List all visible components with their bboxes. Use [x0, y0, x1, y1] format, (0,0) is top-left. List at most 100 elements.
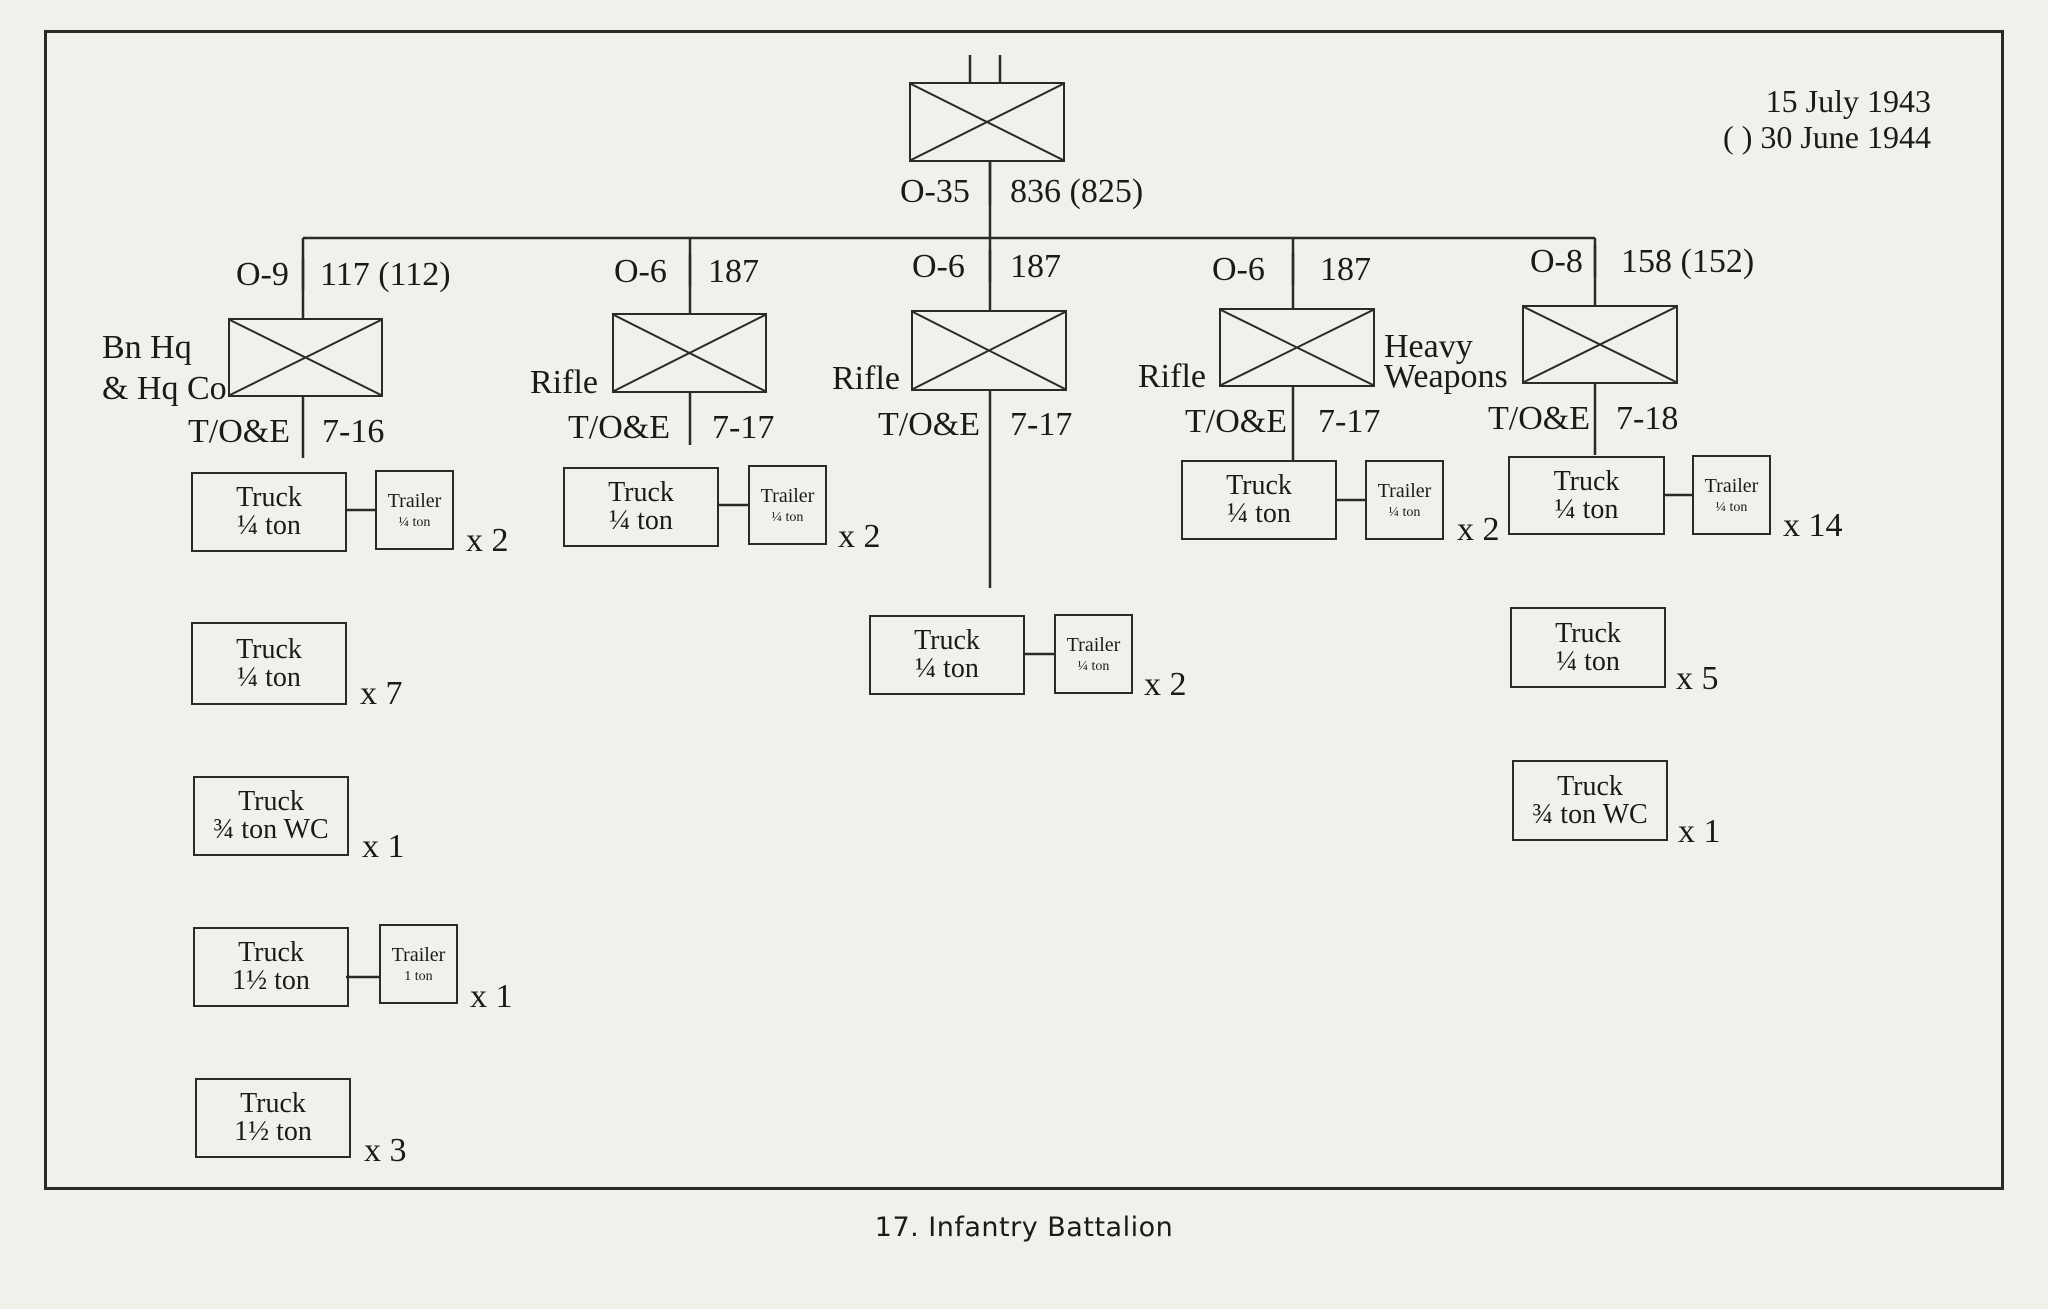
heavy-enlisted: 158 (152) — [1621, 243, 1755, 280]
heavy-qty-1: x 14 — [1783, 507, 1843, 544]
hq-truck-4: Truck 1½ ton — [193, 927, 349, 1007]
hq-qty-5: x 3 — [364, 1132, 407, 1169]
hq-truck-1: Truck ¼ ton — [191, 472, 347, 552]
trailer-capacity: 1 ton — [404, 968, 433, 984]
trailer-capacity: ¼ ton — [771, 509, 804, 525]
truck-capacity: 1½ ton — [234, 1116, 312, 1147]
truck-capacity: ¼ ton — [915, 653, 979, 684]
rifle-2-toe-number: 7-17 — [1010, 406, 1073, 443]
hq-qty-1: x 2 — [466, 522, 509, 559]
trailer-label: Trailer — [760, 484, 815, 507]
rifle-3-truck: Truck ¼ ton — [1181, 460, 1337, 540]
truck-label: Truck — [238, 937, 304, 968]
hq-qty-3: x 1 — [362, 828, 405, 865]
rifle-3-name: Rifle — [1138, 358, 1206, 395]
trailer-capacity: ¼ ton — [1715, 499, 1748, 515]
figure-caption: 17. Infantry Battalion — [874, 1212, 1174, 1243]
hq-name-line-2: & Hq Co — [102, 370, 227, 407]
trailer-label: Trailer — [1704, 474, 1759, 497]
battalion-enlisted: 836 (825) — [1010, 173, 1144, 210]
date-primary: 15 July 1943 — [1765, 83, 1931, 119]
heavy-qty-2: x 5 — [1676, 660, 1719, 697]
heavy-name-line-2: Weapons — [1384, 358, 1508, 395]
rifle-3-enlisted: 187 — [1320, 251, 1371, 288]
trailer-label: Trailer — [391, 943, 446, 966]
hq-toe-number: 7-16 — [322, 413, 385, 450]
hq-qty-4: x 1 — [470, 978, 513, 1015]
diagram-frame — [44, 30, 2004, 1190]
rifle-2-qty: x 2 — [1144, 666, 1187, 703]
rifle-1-qty: x 2 — [838, 518, 881, 555]
rifle-3-toe-number: 7-17 — [1318, 403, 1381, 440]
trailer-capacity: ¼ ton — [398, 514, 431, 530]
heavy-name-line-1: Heavy — [1384, 328, 1473, 365]
truck-label: Truck — [236, 633, 302, 665]
rifle-1-trailer: Trailer ¼ ton — [748, 465, 827, 545]
truck-capacity: ¾ ton WC — [213, 814, 329, 845]
truck-capacity: ¼ ton — [1554, 493, 1619, 525]
trailer-capacity: ¼ ton — [1388, 504, 1421, 520]
heavy-truck-3: Truck ¾ ton WC — [1512, 760, 1668, 841]
rifle-3-trailer: Trailer ¼ ton — [1365, 460, 1444, 540]
rifle-2-officers: O-6 — [912, 248, 965, 285]
hq-name-line-1: Bn Hq — [102, 329, 192, 366]
hq-trailer-2: Trailer 1 ton — [379, 924, 458, 1004]
truck-capacity: ¼ ton — [1227, 498, 1291, 529]
trailer-label: Trailer — [387, 489, 442, 512]
truck-capacity: ¼ ton — [1556, 645, 1620, 677]
rifle-1-toe-number: 7-17 — [712, 409, 775, 446]
rifle-1-company-symbol — [612, 313, 767, 393]
truck-label: Truck — [1557, 770, 1623, 802]
trailer-label: Trailer — [1066, 633, 1121, 656]
rifle-1-toe-label: T/O&E — [568, 409, 670, 446]
hq-qty-2: x 7 — [360, 675, 403, 712]
hq-truck-5: Truck 1½ ton — [195, 1078, 351, 1158]
truck-label: Truck — [1555, 617, 1621, 649]
rifle-1-enlisted: 187 — [708, 253, 759, 290]
heavy-weapons-company-symbol — [1522, 305, 1678, 384]
heavy-qty-3: x 1 — [1678, 813, 1721, 850]
hq-truck-2: Truck ¼ ton — [191, 622, 347, 705]
trailer-capacity: ¼ ton — [1077, 658, 1110, 674]
rifle-2-trailer: Trailer ¼ ton — [1054, 614, 1133, 694]
truck-capacity: ¼ ton — [237, 510, 301, 541]
rifle-2-enlisted: 187 — [1010, 248, 1061, 285]
rifle-3-officers: O-6 — [1212, 251, 1265, 288]
rifle-2-toe-label: T/O&E — [878, 406, 980, 443]
rifle-2-truck: Truck ¼ ton — [869, 615, 1025, 695]
rifle-3-qty: x 2 — [1457, 511, 1500, 548]
truck-label: Truck — [236, 482, 302, 513]
hq-toe-label: T/O&E — [188, 413, 290, 450]
hq-trailer-1: Trailer ¼ ton — [375, 470, 454, 550]
rifle-2-company-symbol — [911, 310, 1067, 391]
hq-company-symbol — [228, 318, 383, 397]
truck-label: Truck — [914, 625, 980, 656]
truck-label: Truck — [1226, 470, 1292, 501]
rifle-2-name: Rifle — [832, 360, 900, 397]
trailer-label: Trailer — [1377, 479, 1432, 502]
truck-capacity: ¼ ton — [609, 505, 673, 536]
rifle-3-toe-label: T/O&E — [1185, 403, 1287, 440]
rifle-1-officers: O-6 — [614, 253, 667, 290]
date-secondary: ( ) 30 June 1944 — [1723, 119, 1931, 155]
battalion-officers: O-35 — [900, 173, 970, 210]
heavy-trailer-1: Trailer ¼ ton — [1692, 455, 1771, 535]
hq-truck-3: Truck ¾ ton WC — [193, 776, 349, 856]
truck-label: Truck — [240, 1088, 306, 1119]
hq-enlisted: 117 (112) — [320, 256, 451, 293]
heavy-truck-2: Truck ¼ ton — [1510, 607, 1666, 688]
heavy-officers: O-8 — [1530, 243, 1583, 280]
heavy-toe-number: 7-18 — [1616, 400, 1679, 437]
truck-capacity: ¼ ton — [237, 661, 301, 693]
rifle-1-name: Rifle — [530, 364, 598, 401]
heavy-toe-label: T/O&E — [1488, 400, 1590, 437]
truck-label: Truck — [238, 786, 304, 817]
rifle-3-company-symbol — [1219, 308, 1375, 387]
truck-label: Truck — [1553, 465, 1620, 497]
truck-capacity: 1½ ton — [232, 965, 310, 996]
truck-capacity: ¾ ton WC — [1532, 798, 1648, 830]
rifle-1-truck: Truck ¼ ton — [563, 467, 719, 547]
hq-officers: O-9 — [236, 256, 289, 293]
